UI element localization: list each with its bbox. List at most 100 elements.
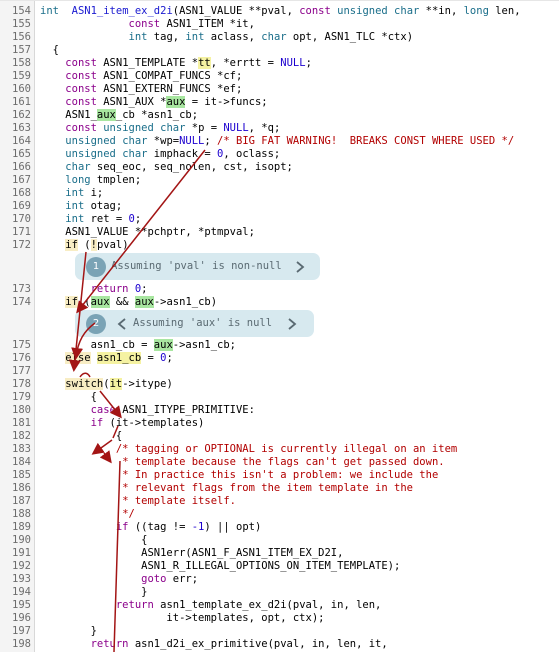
line-number: 164 bbox=[12, 135, 31, 147]
code-line: 192 ASN1_R_ILLEGAL_OPTIONS_ON_ITEM_TEMPL… bbox=[0, 560, 559, 573]
code-token bbox=[40, 57, 65, 69]
line-number: 197 bbox=[12, 625, 31, 637]
code-token: ASN1_item_ex_d2i bbox=[71, 5, 173, 17]
code-text: int tag, int aclass, char opt, ASN1_TLC … bbox=[40, 31, 414, 44]
code-line: 179 { bbox=[0, 391, 559, 404]
line-number: 175 bbox=[12, 339, 31, 351]
code-token: int bbox=[185, 31, 205, 43]
code-text: return asn1_d2i_ex_primitive(pval, in, l… bbox=[40, 638, 388, 651]
code-token: ASN1_AUX * bbox=[96, 96, 167, 108]
code-line: 180 case ASN1_ITYPE_PRIMITIVE: bbox=[0, 404, 559, 417]
code-token: } bbox=[40, 586, 148, 598]
line-number: 159 bbox=[12, 70, 31, 82]
code-token: aux bbox=[96, 109, 116, 121]
line-number: 178 bbox=[12, 378, 31, 390]
line-number: 170 bbox=[12, 213, 31, 225]
chevron-right-icon[interactable] bbox=[293, 260, 307, 274]
code-line: 178 switch(it->itype) bbox=[0, 378, 559, 391]
code-text: const unsigned char *p = NULL, *q; bbox=[40, 122, 280, 135]
code-token: aux bbox=[153, 339, 173, 351]
chevron-left-icon[interactable] bbox=[115, 317, 129, 331]
line-number: 156 bbox=[12, 31, 31, 43]
code-line: 181 if (it->templates) bbox=[0, 417, 559, 430]
line-number: 181 bbox=[12, 417, 31, 429]
code-token bbox=[40, 200, 65, 212]
line-number: 166 bbox=[12, 161, 31, 173]
step-badge: 1 bbox=[86, 257, 106, 277]
code-token: if bbox=[65, 296, 78, 308]
line-number: 177 bbox=[12, 365, 31, 377]
code-token: goto bbox=[141, 573, 167, 585]
code-token: unsigned char bbox=[65, 135, 148, 147]
code-token: aux bbox=[166, 96, 186, 108]
code-text: int i; bbox=[40, 187, 103, 200]
code-text: * relevant flags from the item template … bbox=[40, 482, 413, 495]
code-text: unsigned char *wp=NULL; /* BIG FAT WARNI… bbox=[40, 135, 514, 148]
code-token: ; bbox=[134, 213, 142, 225]
code-token: ->asn1_cb) bbox=[153, 296, 218, 308]
code-token: tmplen; bbox=[90, 174, 142, 186]
code-text: const ASN1_EXTERN_FUNCS *ef; bbox=[40, 83, 242, 96]
code-token: long bbox=[65, 174, 91, 186]
code-token: ASN1err(ASN1_F_ASN1_ITEM_EX_D2I, bbox=[40, 547, 344, 559]
code-token: const bbox=[65, 83, 97, 95]
code-line: 176 else asn1_cb = 0; bbox=[0, 352, 559, 365]
path-note-1: 1 Assuming 'pval' is non-null bbox=[75, 253, 320, 280]
code-token: it->templates, opt, ctx); bbox=[40, 612, 325, 624]
code-line: 185 * In practice this isn't a problem: … bbox=[0, 469, 559, 482]
code-line: 155 const ASN1_ITEM *it, bbox=[0, 18, 559, 31]
code-token: = bbox=[141, 352, 161, 364]
line-number: 163 bbox=[12, 122, 31, 134]
code-token: if bbox=[65, 239, 78, 251]
code-line: 175 asn1_cb = aux->asn1_cb; bbox=[0, 339, 559, 352]
code-token: ret = bbox=[84, 213, 129, 225]
code-text: else asn1_cb = 0; bbox=[40, 352, 173, 365]
code-token: tt bbox=[198, 57, 211, 69]
code-token bbox=[59, 5, 72, 17]
code-token bbox=[40, 213, 65, 225]
code-token bbox=[40, 456, 122, 468]
line-number: 158 bbox=[12, 57, 31, 69]
code-token: { bbox=[40, 430, 123, 442]
code-token: ( bbox=[103, 378, 110, 390]
code-line: 198 return asn1_d2i_ex_primitive(pval, i… bbox=[0, 638, 559, 651]
line-number: 194 bbox=[12, 586, 31, 598]
code-token bbox=[40, 296, 65, 308]
code-token: return bbox=[90, 283, 129, 295]
code-line: 160 const ASN1_EXTERN_FUNCS *ef; bbox=[0, 83, 559, 96]
code-token: NULL bbox=[179, 135, 205, 147]
code-token: NULL bbox=[280, 57, 306, 69]
code-token: ->asn1_cb; bbox=[172, 339, 236, 351]
code-token: int bbox=[40, 5, 59, 17]
code-token: (it->templates) bbox=[103, 417, 205, 429]
path-note-text: Assuming 'pval' is non-null bbox=[111, 260, 282, 272]
code-text: asn1_cb = aux->asn1_cb; bbox=[40, 339, 236, 352]
code-token: seq_eoc, seq_nolen, cst, isopt; bbox=[90, 161, 293, 173]
line-number: 195 bbox=[12, 599, 31, 611]
chevron-right-icon[interactable] bbox=[285, 317, 299, 331]
code-token bbox=[40, 174, 65, 186]
code-token: else bbox=[65, 352, 91, 364]
code-text: int otag; bbox=[40, 200, 122, 213]
code-token: unsigned char bbox=[103, 122, 186, 134]
code-line: 183 /* tagging or OPTIONAL is currently … bbox=[0, 443, 559, 456]
code-token: * relevant flags from the item template … bbox=[122, 482, 413, 494]
line-number: 186 bbox=[12, 482, 31, 494]
code-token bbox=[40, 70, 65, 82]
line-number: 160 bbox=[12, 83, 31, 95]
code-token: */ bbox=[122, 508, 135, 520]
code-token: && bbox=[109, 296, 135, 308]
line-number: 187 bbox=[12, 495, 31, 507]
code-token: ) || opt) bbox=[204, 521, 262, 533]
code-token bbox=[40, 83, 65, 95]
code-token bbox=[40, 161, 65, 173]
line-number: 168 bbox=[12, 187, 31, 199]
line-number: 184 bbox=[12, 456, 31, 468]
code-line: 189 if ((tag != -1) || opt) bbox=[0, 521, 559, 534]
code-token bbox=[40, 482, 122, 494]
line-number: 188 bbox=[12, 508, 31, 520]
code-token: case bbox=[90, 404, 116, 416]
code-token: { bbox=[40, 534, 148, 546]
